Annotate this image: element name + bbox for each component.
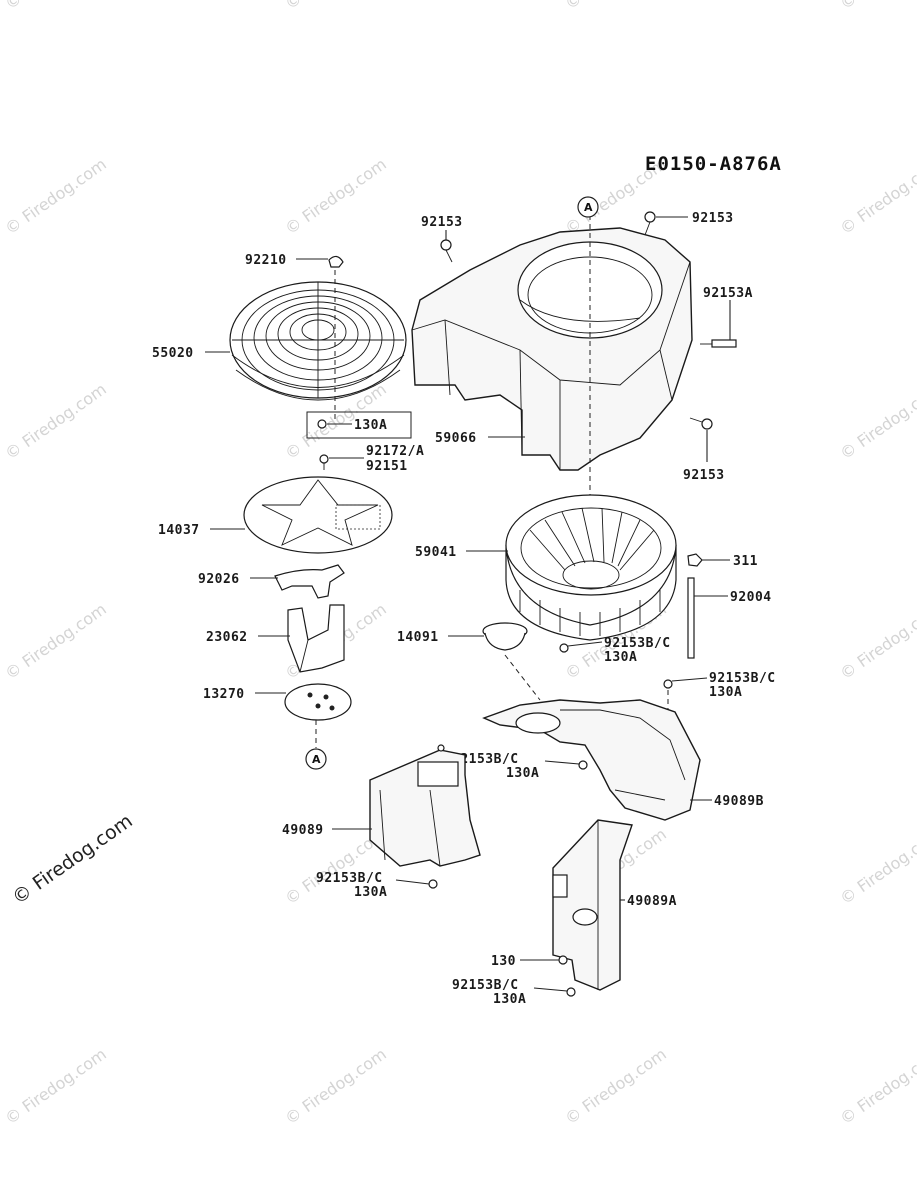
label-92153BC-c: 92153B/C [452, 752, 519, 767]
bolt-92153BC-a [559, 643, 569, 653]
label-130A-b: 130A [709, 685, 742, 700]
label-130A-d: 130A [354, 885, 387, 900]
watermark: © Firedog.com [1, 599, 109, 683]
label-49089: 49089 [282, 823, 324, 838]
label-59041: 59041 [415, 545, 457, 560]
watermark: © Firedog.com [836, 154, 917, 238]
ref-marker-a-top [577, 196, 599, 218]
label-92153-top: 92153 [421, 215, 463, 230]
label-14091: 14091 [397, 630, 439, 645]
bolt-92153-top [440, 239, 453, 263]
label-49089B: 49089B [714, 794, 764, 809]
nut-311 [687, 553, 703, 567]
bolt-92153BC-d [428, 879, 438, 889]
ref-marker-a-top-label: A [584, 201, 593, 214]
screw-92172A [319, 454, 329, 470]
bolt-92153-lower [689, 417, 713, 430]
label-130: 130 [491, 954, 516, 969]
label-92026: 92026 [198, 572, 240, 587]
plate-92026 [274, 564, 345, 599]
label-92172A: 92172/A [366, 444, 424, 459]
label-92151: 92151 [366, 459, 408, 474]
bracket-23062 [287, 604, 345, 673]
bolt-92153BC-c [578, 760, 588, 770]
label-92153-lower: 92153 [683, 468, 725, 483]
bolt-130 [558, 955, 568, 965]
label-92153BC-b: 92153B/C [709, 671, 776, 686]
label-23062: 23062 [206, 630, 248, 645]
label-14037: 14037 [158, 523, 200, 538]
watermark: © Firedog.com [1, 1044, 109, 1128]
watermark: © Firedog.com [836, 824, 917, 908]
watermark: © Firedog.com [836, 379, 917, 463]
stud-92004 [687, 577, 695, 659]
label-130A-a: 130A [604, 650, 637, 665]
bolt-92153BC-e [566, 987, 576, 997]
label-92004: 92004 [730, 590, 772, 605]
watermark: © Firedog.com [561, 0, 669, 13]
label-55020: 55020 [152, 346, 194, 361]
bolt-92153A [700, 339, 737, 348]
label-49089A: 49089A [627, 894, 677, 909]
plate-13270 [284, 683, 352, 721]
label-130A-c: 130A [506, 766, 539, 781]
label-92153BC-e: 92153B/C [452, 978, 519, 993]
diagram-code: E0150-A876A [645, 153, 782, 175]
watermark-prominent: © Firedog.com [8, 810, 136, 909]
nut-92210 [328, 255, 344, 268]
watermark: © Firedog.com [836, 599, 917, 683]
collar-14091 [482, 622, 528, 651]
label-59066: 59066 [435, 431, 477, 446]
label-311: 311 [733, 554, 758, 569]
watermark: © Firedog.com [281, 0, 389, 13]
baffle-49089 [369, 744, 481, 867]
bolt-130A [317, 419, 327, 429]
watermark: © Firedog.com [1, 154, 109, 238]
label-130A-box: 130A [354, 418, 387, 433]
grille-55020 [229, 281, 407, 401]
label-13270: 13270 [203, 687, 245, 702]
label-92210: 92210 [245, 253, 287, 268]
screen-14037 [243, 476, 393, 554]
label-130A-e: 130A [493, 992, 526, 1007]
bolt-92153-right [644, 211, 656, 236]
baffle-49089A [552, 819, 633, 991]
flywheel-59041 [505, 494, 677, 641]
bolt-130A-box [306, 411, 412, 439]
label-92153BC-a: 92153B/C [604, 636, 671, 651]
label-92153BC-d: 92153B/C [316, 871, 383, 886]
baffle-49089B [482, 699, 701, 821]
watermark: © Firedog.com [561, 1044, 669, 1128]
watermark: © Firedog.com [281, 1044, 389, 1128]
watermark: © Firedog.com [836, 1044, 917, 1128]
ref-marker-a-bottom-label: A [312, 753, 321, 766]
watermark: © Firedog.com [1, 0, 109, 13]
ref-marker-a-bottom [305, 748, 327, 770]
label-92153A: 92153A [703, 286, 753, 301]
label-92153-right: 92153 [692, 211, 734, 226]
watermark: © Firedog.com [281, 154, 389, 238]
bolt-92153BC-b [663, 679, 673, 689]
watermark: © Firedog.com [1, 379, 109, 463]
watermark: © Firedog.com [836, 0, 917, 13]
